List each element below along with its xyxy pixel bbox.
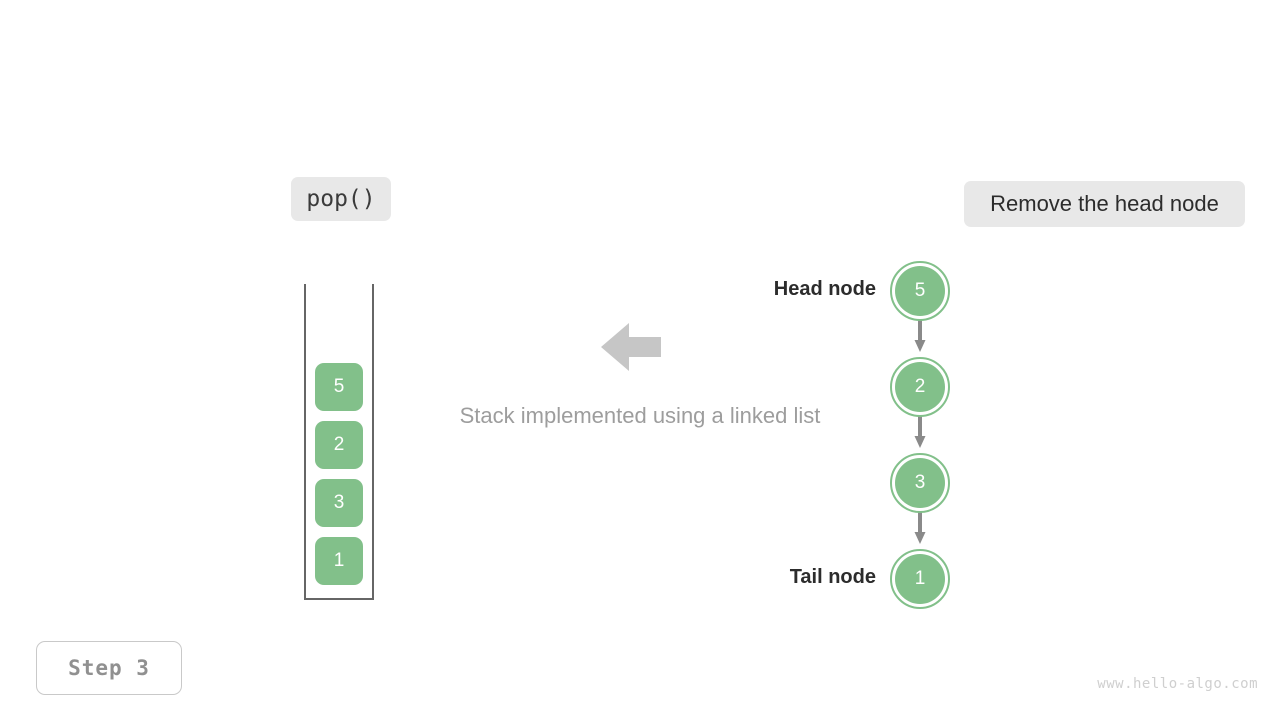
stack-cell: 5 <box>315 363 363 411</box>
node-value: 2 <box>895 362 945 412</box>
link-arrow-icon <box>914 318 926 354</box>
operation-label: pop() <box>306 186 376 212</box>
link-arrow-icon <box>914 414 926 450</box>
linked-list-node: 5 <box>890 261 950 321</box>
operation-chip: pop() <box>291 177 391 221</box>
stack-cell: 1 <box>315 537 363 585</box>
diagram-caption: Stack implemented using a linked list <box>459 403 821 428</box>
description-label: Remove the head node <box>990 191 1219 216</box>
stack-wall-right <box>372 284 374 599</box>
stack-cell: 3 <box>315 479 363 527</box>
step-badge: Step 3 <box>36 641 182 695</box>
node-value: 1 <box>895 554 945 604</box>
linked-list-node: 1 <box>890 549 950 609</box>
linked-list-node: 3 <box>890 453 950 513</box>
head-node-label: Head node <box>773 278 876 300</box>
description-chip: Remove the head node <box>964 181 1245 227</box>
stack-wall-bottom <box>304 598 374 600</box>
stack-container: 5 2 3 1 <box>304 284 374 601</box>
linked-list: 5 2 3 1 Head node Tail node <box>770 250 1030 630</box>
left-arrow-icon <box>601 320 661 374</box>
watermark: www.hello-algo.com <box>1097 676 1258 692</box>
stack-wall-left <box>304 284 306 599</box>
tail-node-label: Tail node <box>789 566 876 588</box>
link-arrow-icon <box>914 510 926 546</box>
linked-list-node: 2 <box>890 357 950 417</box>
step-label: Step 3 <box>68 656 150 680</box>
stack-cell: 2 <box>315 421 363 469</box>
node-value: 5 <box>895 266 945 316</box>
node-value: 3 <box>895 458 945 508</box>
